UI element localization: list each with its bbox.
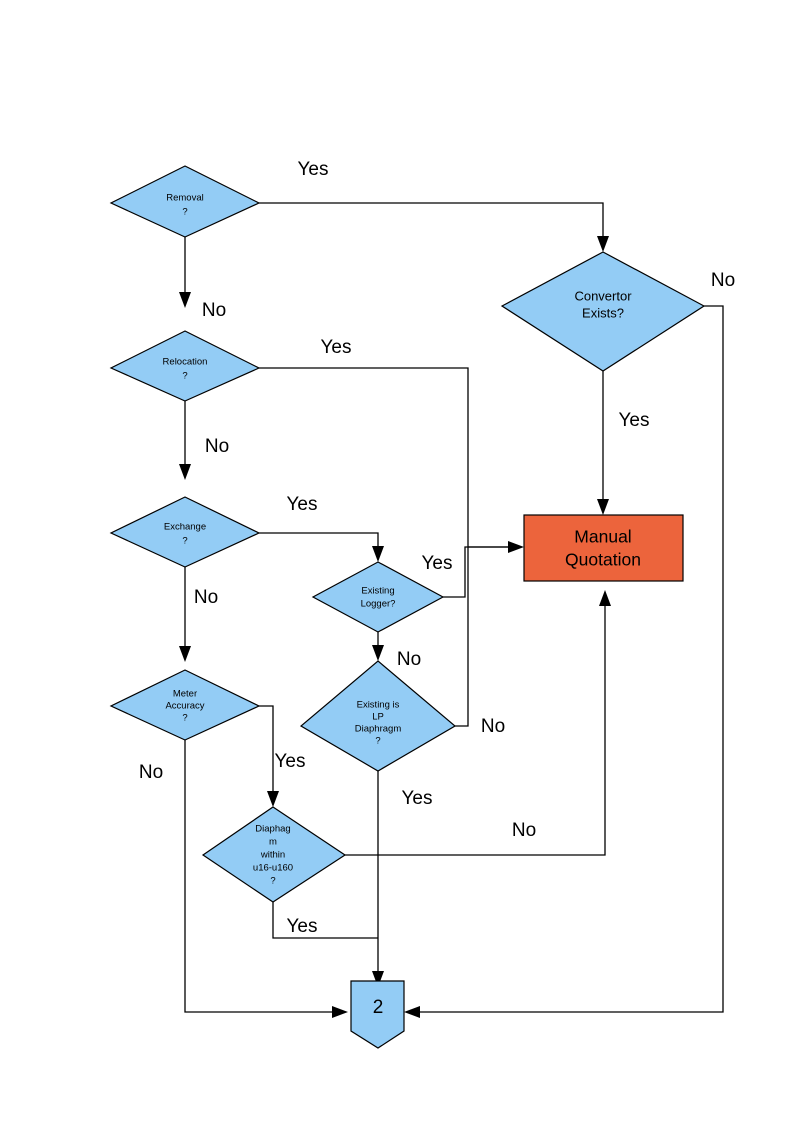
- edge-label-lp-no: No: [481, 716, 505, 737]
- meter-accuracy-label-line2: Accuracy: [165, 701, 204, 712]
- existing-lp-label-line3: Diaphragm: [355, 724, 402, 735]
- edge-diaphragm-yes: [272, 902, 378, 939]
- edge-exchange-yes: [259, 532, 379, 551]
- edge-diaphragm-no: [343, 601, 606, 856]
- relocation-label-line1: Relocation: [163, 357, 208, 368]
- arrowhead-exchange-yes: [372, 546, 384, 562]
- diaphragm-range-label-line1: Diaphag: [255, 824, 290, 835]
- relocation-label-line2: ?: [182, 371, 187, 382]
- existing-lp-label-line1: Existing is: [357, 700, 400, 711]
- node-removal[interactable]: Removal ?: [109, 165, 261, 238]
- existing-logger-label-line1: Existing: [361, 586, 394, 597]
- arrowhead-logger-no: [372, 645, 384, 661]
- arrowhead-lp-yes: [372, 971, 384, 987]
- node-manual-quotation[interactable]: Manual Quotation: [523, 514, 684, 582]
- arrowhead-meter-yes: [267, 791, 279, 807]
- exchange-diamond[interactable]: [109, 496, 261, 568]
- connector-2-shape[interactable]: [350, 980, 405, 1049]
- exchange-label-line2: ?: [182, 536, 187, 547]
- diaphragm-range-label-line2: m: [269, 837, 277, 848]
- removal-label-line1: Removal: [166, 193, 204, 204]
- existing-logger-label-line2: Logger?: [361, 599, 396, 610]
- removal-diamond[interactable]: [109, 165, 261, 238]
- edge-label-removal-yes: Yes: [298, 159, 329, 180]
- edge-label-exchange-yes: Yes: [287, 494, 318, 515]
- convertor-label-line2: Exists?: [582, 305, 624, 320]
- diaphragm-range-diamond[interactable]: [201, 806, 347, 903]
- edge-meter-yes: [259, 705, 274, 796]
- convertor-exists-diamond[interactable]: [500, 251, 706, 372]
- arrowhead-meter-no: [332, 1006, 348, 1018]
- meter-accuracy-diamond[interactable]: [109, 669, 261, 741]
- existing-lp-diaphragm-diamond[interactable]: [299, 660, 457, 772]
- connector-lines: [179, 202, 724, 1018]
- meter-accuracy-label-line1: Meter: [173, 689, 197, 700]
- edge-lp-no: [455, 547, 469, 727]
- node-connector-2[interactable]: 2: [350, 980, 405, 1049]
- arrowhead-relocation-yes: [508, 541, 524, 553]
- edge-label-relocation-no: No: [205, 436, 229, 457]
- node-existing-lp-diaphragm[interactable]: Existing is LP Diaphragm ?: [299, 660, 457, 772]
- edge-label-diaphragm-no: No: [512, 820, 536, 841]
- arrowhead-diaphragm-no: [599, 590, 611, 606]
- manual-quotation-label-line1: Manual: [574, 527, 631, 547]
- arrowhead-removal-no: [179, 292, 191, 308]
- edge-label-diaphragm-yes: Yes: [287, 916, 318, 937]
- connector-2-label: 2: [373, 997, 384, 1018]
- arrowhead-exchange-no: [179, 646, 191, 662]
- exchange-label-line1: Exchange: [164, 522, 206, 533]
- edge-label-logger-no: No: [397, 649, 421, 670]
- edge-label-lp-yes: Yes: [402, 788, 433, 809]
- edge-logger-yes: [443, 546, 515, 598]
- existing-logger-diamond[interactable]: [311, 561, 445, 633]
- edge-meter-no: [184, 740, 339, 1013]
- edge-label-relocation-yes: Yes: [321, 337, 352, 358]
- diaphragm-range-label-line3: within: [260, 850, 285, 861]
- edge-label-meter-accuracy-yes: Yes: [275, 751, 306, 772]
- convertor-label-line1: Convertor: [574, 288, 632, 303]
- node-diaphragm-range[interactable]: Diaphag m within u16-u160 ?: [201, 806, 347, 903]
- arrowhead-relocation-no: [179, 464, 191, 480]
- node-relocation[interactable]: Relocation ?: [109, 330, 261, 402]
- diaphragm-range-label-line5: ?: [270, 876, 275, 887]
- relocation-diamond[interactable]: [109, 330, 261, 402]
- edge-removal-yes: [259, 202, 604, 242]
- arrowhead-removal-yes: [597, 236, 609, 252]
- edge-label-meter-accuracy-no: No: [139, 762, 163, 783]
- edge-label-convertor-no: No: [711, 270, 735, 291]
- manual-quotation-label-line2: Quotation: [565, 550, 641, 570]
- manual-quotation-box[interactable]: [523, 514, 684, 582]
- node-exchange[interactable]: Exchange ?: [109, 496, 261, 568]
- edge-relocation-yes: [259, 367, 515, 548]
- edge-label-logger-yes: Yes: [422, 553, 453, 574]
- arrowhead-convertor-no: [404, 1006, 420, 1018]
- node-existing-logger[interactable]: Existing Logger?: [311, 561, 445, 633]
- edge-convertor-no: [413, 305, 724, 1013]
- edge-label-convertor-yes: Yes: [619, 410, 650, 431]
- meter-accuracy-label-line3: ?: [182, 713, 187, 724]
- removal-label-line2: ?: [182, 207, 187, 218]
- node-meter-accuracy[interactable]: Meter Accuracy ?: [109, 669, 261, 741]
- arrowhead-convertor-yes: [597, 499, 609, 515]
- existing-lp-label-line2: LP: [372, 712, 384, 723]
- existing-lp-label-line4: ?: [375, 736, 380, 747]
- edge-labels: Yes No Yes No Yes No No Yes Yes No No Ye…: [139, 159, 735, 937]
- edge-label-exchange-no: No: [194, 587, 218, 608]
- node-convertor-exists[interactable]: Convertor Exists?: [500, 251, 706, 372]
- edge-label-removal-no: No: [202, 300, 226, 321]
- diaphragm-range-label-line4: u16-u160: [253, 863, 293, 874]
